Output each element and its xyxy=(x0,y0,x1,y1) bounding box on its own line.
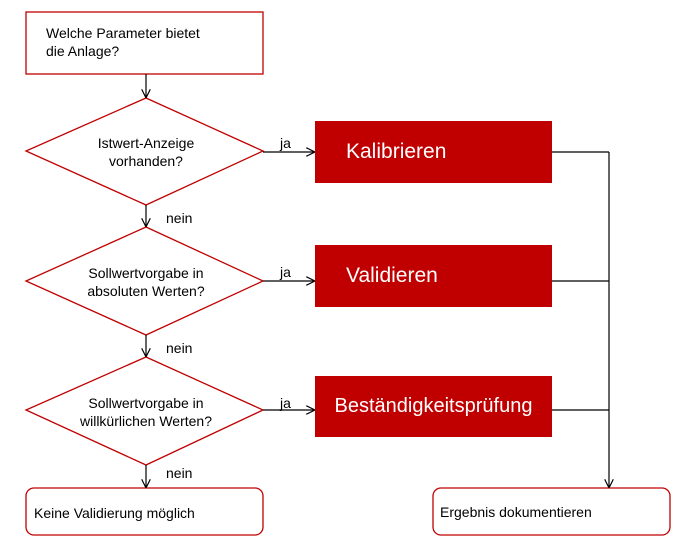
action-validieren-label: Validieren xyxy=(346,264,438,287)
branch-label-no-1: nein xyxy=(166,210,193,226)
start-question-line1: Welche Parameter bietet xyxy=(46,25,200,41)
end-box-left xyxy=(25,487,264,536)
decision-1-text: Istwert-Anzeige vorhanden? xyxy=(46,134,246,170)
decision-1-line2: vorhanden? xyxy=(109,153,183,169)
branch-label-no-3: nein xyxy=(166,465,193,481)
start-question: Welche Parameter bietet die Anlage? xyxy=(46,24,256,60)
decision-3-line2: willkürlichen Werten? xyxy=(79,413,212,429)
action-kalibrieren-label: Kalibrieren xyxy=(346,140,447,163)
start-question-line2: die Anlage? xyxy=(46,43,120,59)
branch-label-yes-2: ja xyxy=(280,264,291,280)
end-box-right xyxy=(432,487,671,536)
decision-3-text: Sollwertvorgabe in willkürlichen Werten? xyxy=(46,394,246,430)
action-kalibrieren: Kalibrieren xyxy=(315,121,552,183)
decision-2-text: Sollwertvorgabe in absoluten Werten? xyxy=(46,264,246,300)
decision-2-line2: absoluten Werten? xyxy=(87,283,205,299)
decision-3-line1: Sollwertvorgabe in xyxy=(88,395,204,411)
start-box xyxy=(25,11,264,75)
decision-1-line1: Istwert-Anzeige xyxy=(97,135,195,151)
action-bestaendigkeitspruefung-label: Beständigkeitsprüfung xyxy=(334,395,533,417)
action-validieren: Validieren xyxy=(315,245,552,307)
branch-label-yes-1: ja xyxy=(280,135,291,151)
decision-2-line1: Sollwertvorgabe in xyxy=(88,265,204,281)
branch-label-yes-3: ja xyxy=(280,395,291,411)
end-left-text: Keine Validierung möglich xyxy=(34,505,195,521)
end-right-text: Ergebnis dokumentieren xyxy=(440,504,592,520)
action-bestaendigkeitspruefung: Beständigkeitsprüfung xyxy=(315,376,552,437)
branch-label-no-2: nein xyxy=(166,340,193,356)
